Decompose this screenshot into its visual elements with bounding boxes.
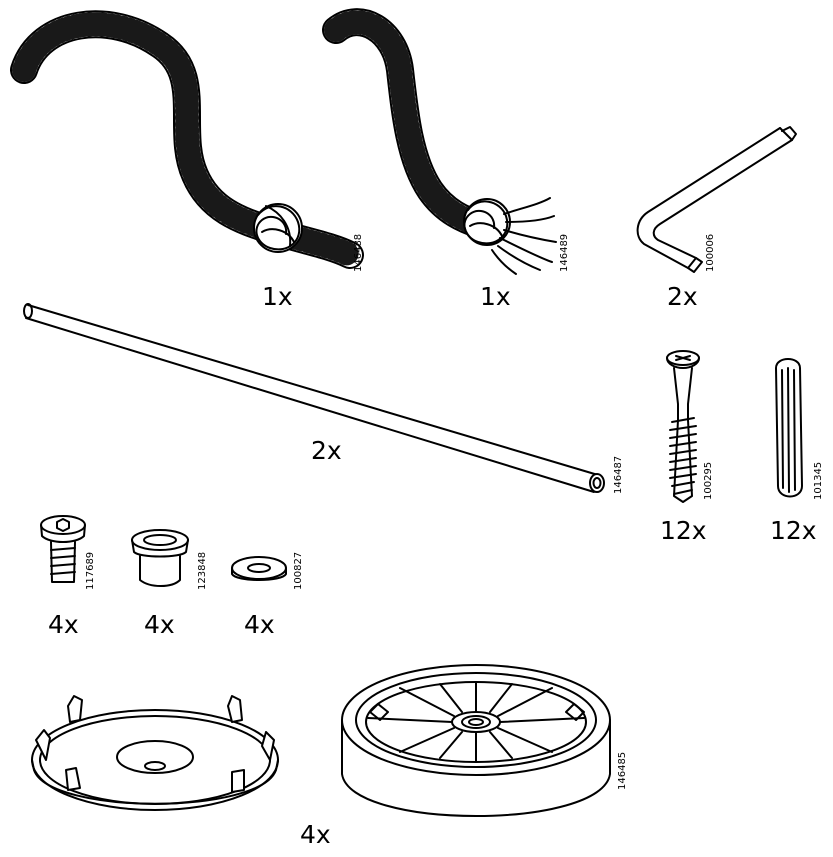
sleeve-bushing-quantity: 4x [144,610,175,639]
flat-washer-article-number: 100827 [293,551,304,590]
rope-with-knot-image [10,10,364,269]
allen-key-quantity: 2x [667,282,698,311]
wheel-hub-cap-image [31,695,279,811]
long-screw-image [666,350,700,503]
wooden-dowel-article-number: 101345 [813,461,824,500]
allen-key-article-number: 100006 [705,233,716,272]
rope-knot-quantity: 1x [262,282,293,311]
rope-frayed-image [322,8,557,275]
flat-washer-image [231,556,287,581]
flat-washer-quantity: 4x [244,610,275,639]
allen-key-image [636,126,797,273]
wooden-dowel-image [775,358,803,498]
wheel-quantity: 4x [300,820,331,849]
long-screw-article-number: 100295 [703,461,714,500]
hex-bolt-image [40,515,86,583]
wooden-dowel-quantity: 12x [770,516,817,545]
rope-frayed-quantity: 1x [480,282,511,311]
long-rod-image [23,303,605,493]
wheel-article-number: 146485 [617,751,628,790]
sleeve-bushing-image [131,529,189,587]
sleeve-bushing-article-number: 123848 [197,551,208,590]
hex-bolt-article-number: 117689 [85,551,96,590]
wheel-image [341,664,611,817]
hex-bolt-quantity: 4x [48,610,79,639]
rope-knot-article-number: 146488 [353,233,364,272]
long-rod-article-number: 146487 [613,455,624,494]
long-screw-quantity: 12x [660,516,707,545]
long-rod-quantity: 2x [311,436,342,465]
rope-frayed-article-number: 146489 [559,233,570,272]
